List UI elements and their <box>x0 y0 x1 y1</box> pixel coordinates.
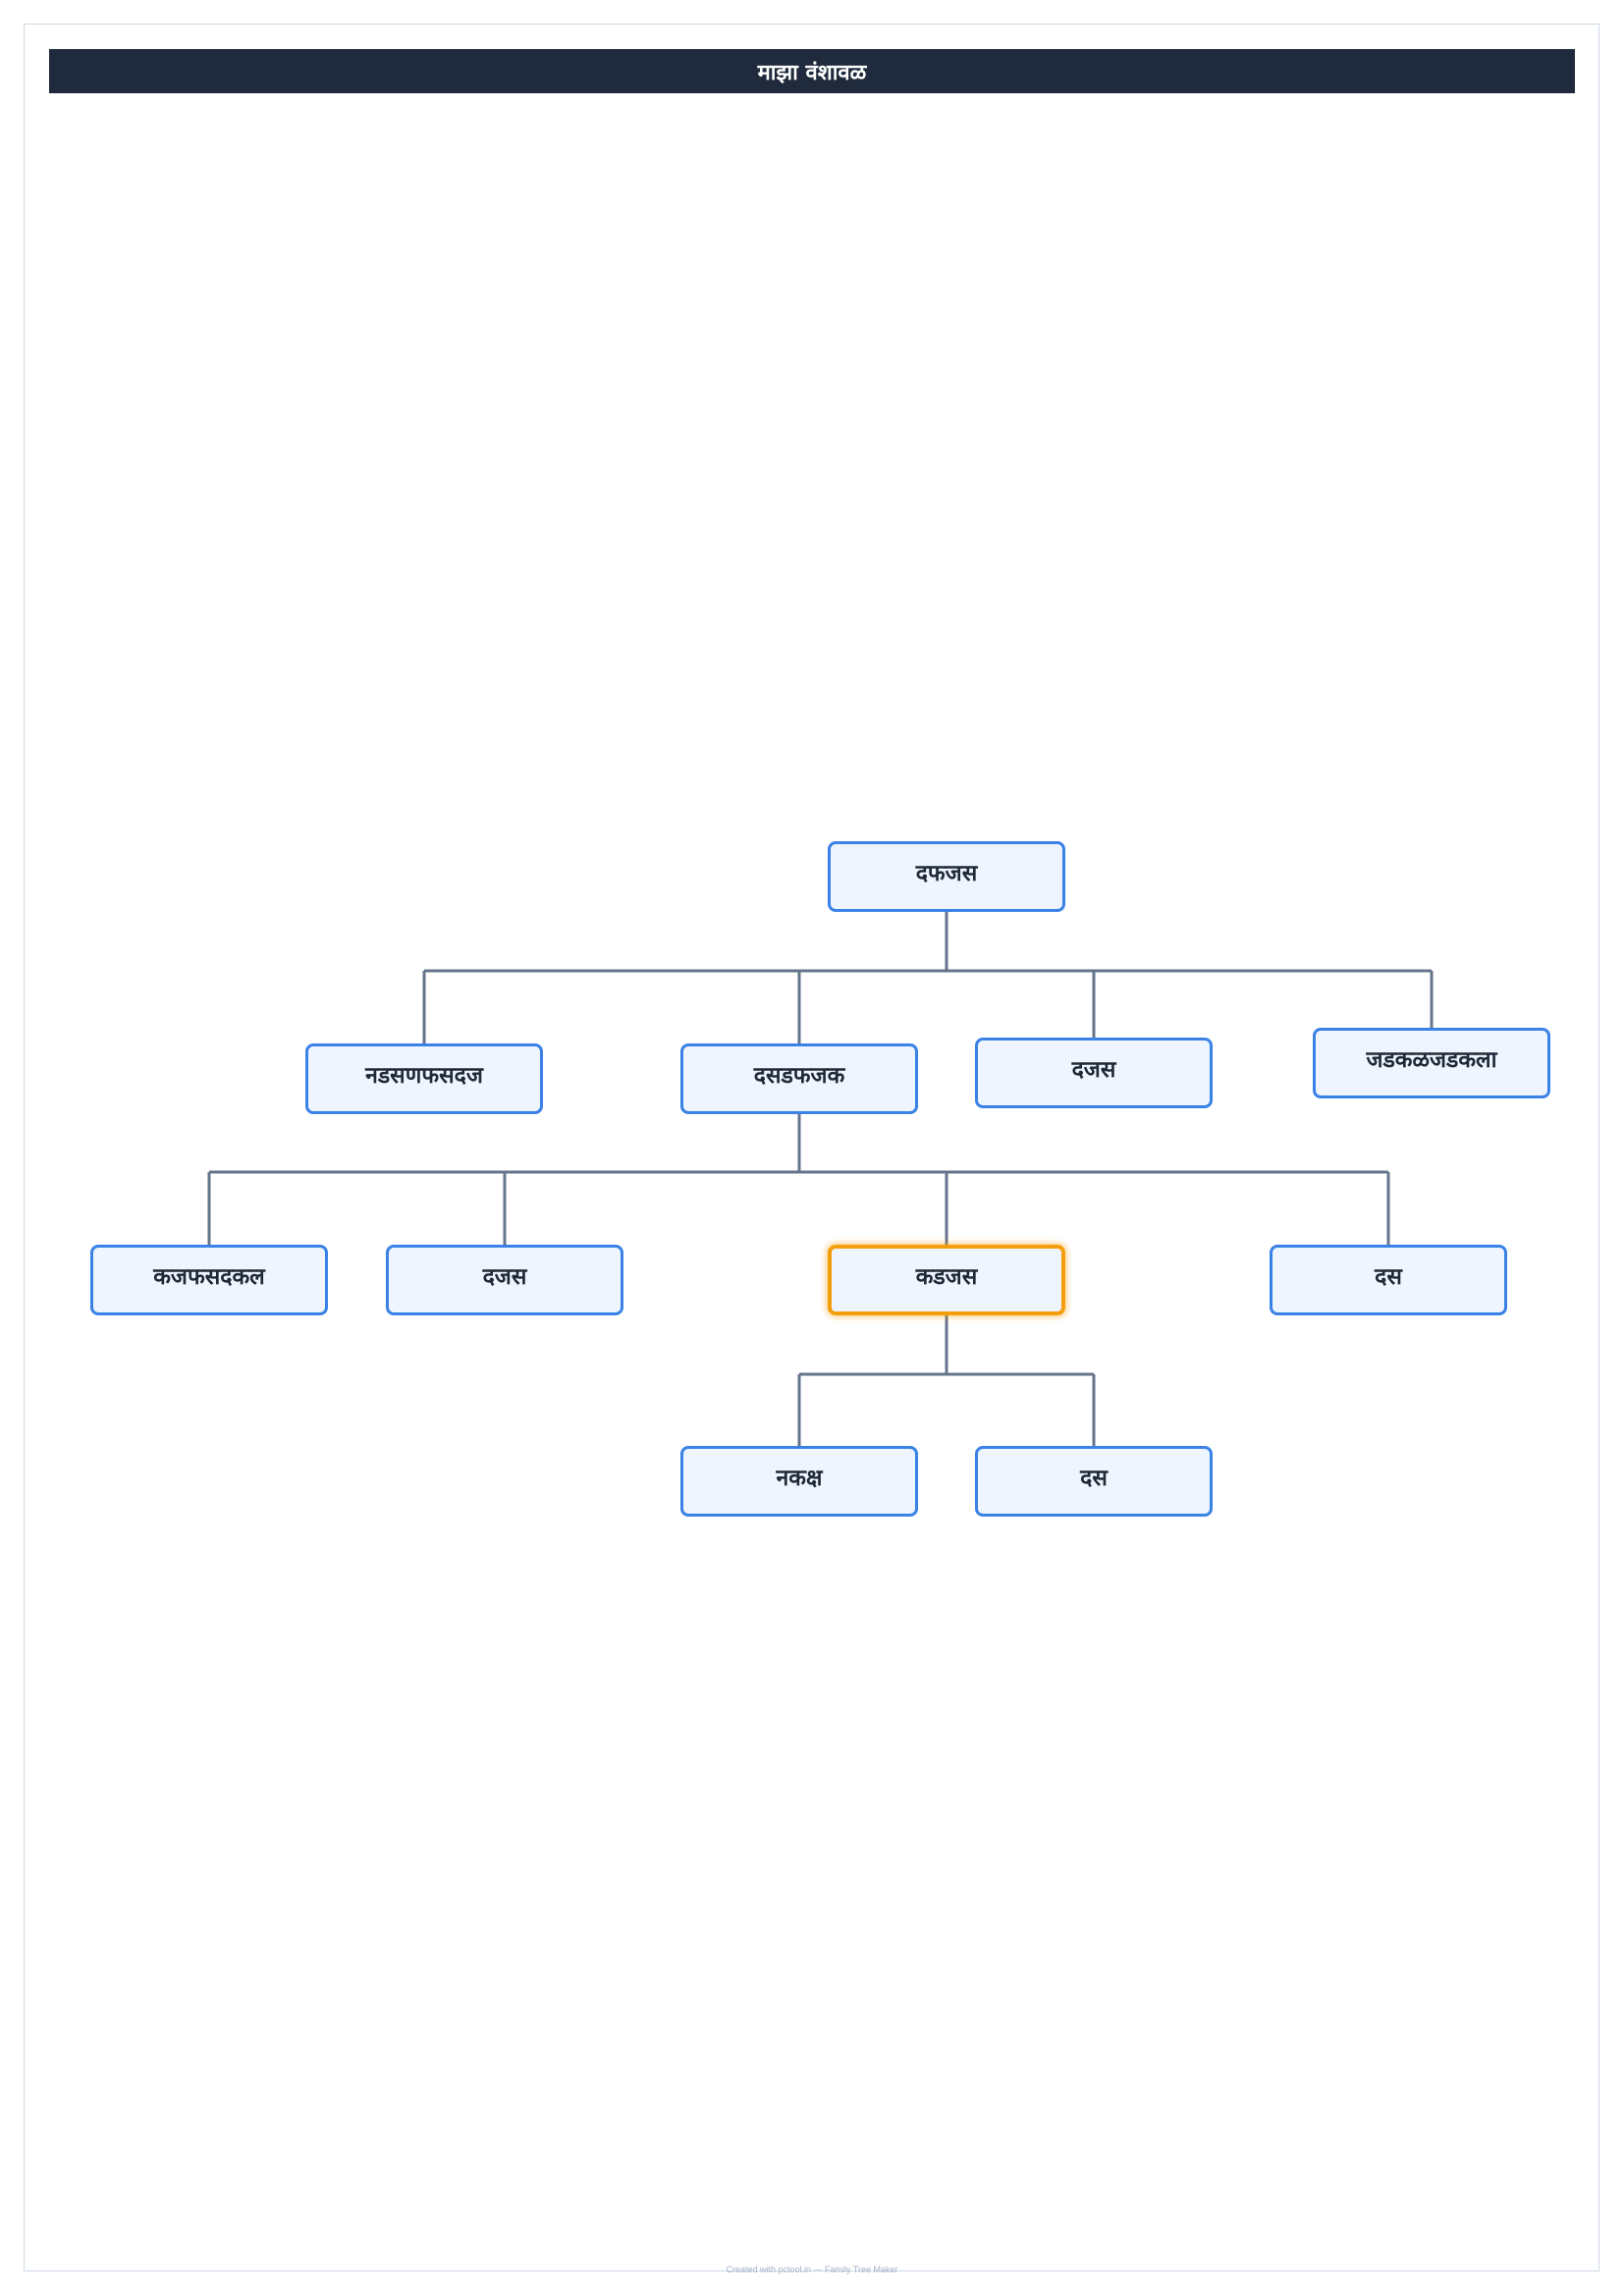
tree-node[interactable]: नकक्ष <box>680 1446 918 1517</box>
tree-node[interactable]: दजस <box>386 1245 623 1315</box>
tree-node[interactable]: जडकळजडकला <box>1313 1028 1550 1098</box>
tree-node[interactable]: दजस <box>975 1038 1213 1108</box>
tree-node[interactable]: दस <box>975 1446 1213 1517</box>
tree-node-root[interactable]: दफजस <box>828 841 1065 912</box>
tree-node[interactable]: नडसणफसदज <box>305 1043 543 1114</box>
tree-node[interactable]: दस <box>1270 1245 1507 1315</box>
page-title: माझा वंशावळ <box>49 49 1575 93</box>
tree-node-highlighted[interactable]: कडजस <box>828 1245 1065 1315</box>
tree-node[interactable]: कजफसदकल <box>90 1245 328 1315</box>
page-frame <box>24 24 1599 2271</box>
footer-credit: Created with pctool.in — Family Tree Mak… <box>726 2265 898 2274</box>
tree-node[interactable]: दसडफजक <box>680 1043 918 1114</box>
